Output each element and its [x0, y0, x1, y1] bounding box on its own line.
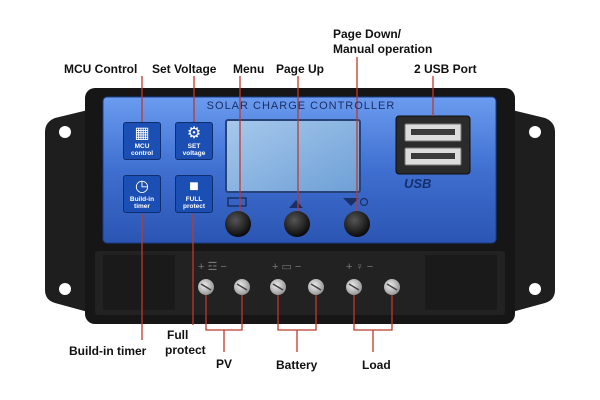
build-in-timer-icon: ◷ Build-in timer — [123, 175, 161, 213]
gear-icon: ⚙ — [175, 125, 213, 143]
panel-title: SOLAR CHARGE CONTROLLER — [170, 100, 432, 112]
callout-menu: Menu — [233, 62, 264, 76]
mcu-label: MCU — [123, 143, 161, 150]
full-label: FULL — [175, 196, 213, 203]
callout-usb-port: 2 USB Port — [414, 62, 477, 76]
mount-hole-right-bottom — [529, 283, 541, 295]
timer-label: timer — [123, 203, 161, 210]
callout-page-up: Page Up — [276, 62, 324, 76]
full-protect-icon: ■ FULL protect — [175, 175, 213, 213]
callout-battery: Battery — [276, 358, 317, 372]
callout-load: Load — [362, 358, 391, 372]
usb-logo: USB — [404, 176, 431, 191]
control-label: control — [123, 150, 161, 157]
lcd-screen — [226, 120, 360, 192]
lock-icon: ■ — [175, 178, 213, 196]
callout-mcu-control: MCU Control — [64, 62, 137, 76]
protect-label: protect — [175, 203, 213, 210]
menu-button[interactable] — [225, 211, 251, 237]
voltage-label: voltage — [175, 150, 213, 157]
mount-hole-right-top — [529, 126, 541, 138]
set-label: SET — [175, 143, 213, 150]
callout-full-protect-line1: Full — [167, 328, 188, 342]
chip-icon: ▦ — [123, 125, 161, 143]
mount-hole-left-top — [59, 126, 71, 138]
callout-pv: PV — [216, 357, 232, 371]
mount-hole-left-bottom — [59, 283, 71, 295]
callout-build-in-timer: Build-in timer — [69, 344, 146, 358]
callout-full-protect-line2: protect — [165, 343, 206, 357]
callout-page-down-line1: Page Down/ — [333, 27, 401, 41]
page-down-button[interactable] — [344, 211, 370, 237]
build-in-label: Build-in — [123, 196, 161, 203]
set-voltage-icon: ⚙ SET voltage — [175, 122, 213, 160]
svg-text:+ ☲ −: + ☲ − — [198, 261, 227, 273]
page-up-button[interactable] — [284, 211, 310, 237]
callout-page-down-line2: Manual operation — [333, 42, 432, 56]
clock-icon: ◷ — [123, 178, 161, 196]
svg-text:+ ▭ −: + ▭ − — [272, 261, 301, 273]
mcu-control-icon: ▦ MCU control — [123, 122, 161, 160]
callout-set-voltage: Set Voltage — [152, 62, 216, 76]
svg-text:+ ♀ −: + ♀ − — [346, 261, 373, 273]
